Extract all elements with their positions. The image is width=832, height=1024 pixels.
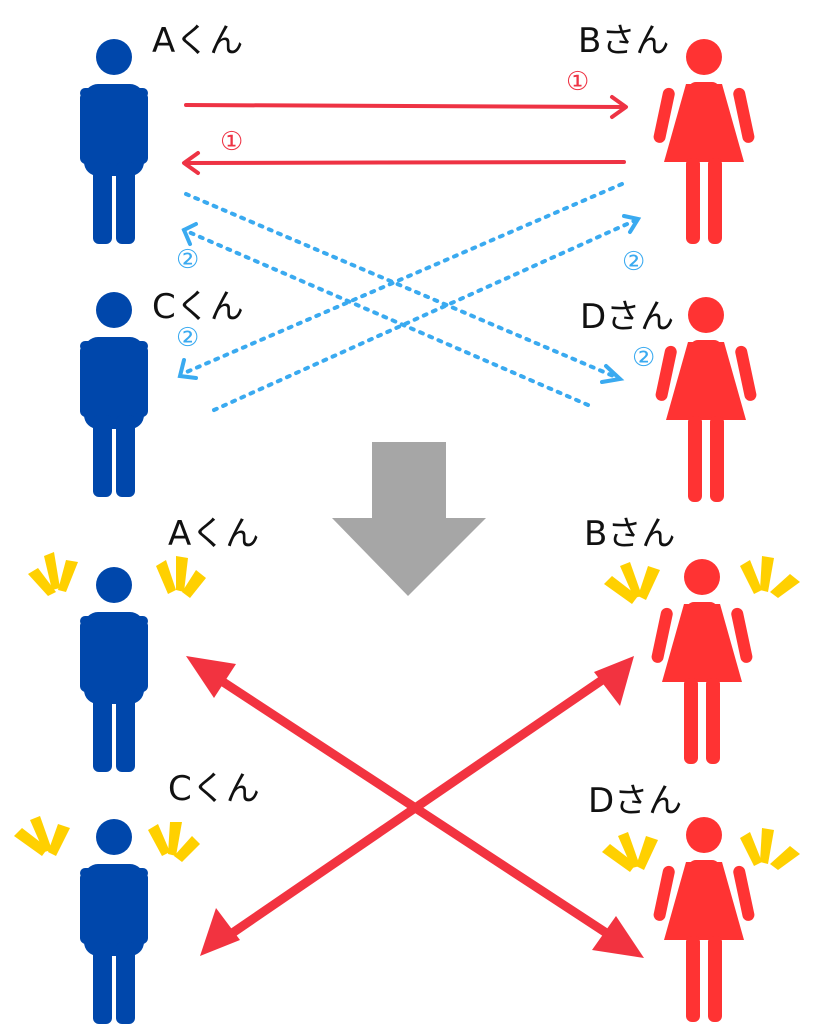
label-d-before: Dさん [580, 297, 674, 337]
sparkles-c-after [14, 816, 200, 862]
label-c-after: Cくん [168, 769, 260, 809]
sparkles-a-after [28, 552, 206, 598]
female-person-icon [652, 817, 756, 1022]
sparkle-icon [28, 568, 56, 596]
step2-arrow-b-to-c [177, 182, 624, 380]
sparkle-icon [618, 832, 640, 868]
person-d-after [652, 817, 756, 1022]
female-person-icon [652, 39, 756, 244]
label-b-after: Bさん [584, 514, 675, 554]
sparkle-icon [48, 824, 70, 856]
sparkle-icon [760, 556, 774, 592]
sparkle-icon [14, 828, 48, 856]
sparkle-icon [604, 576, 638, 604]
sparkles-d-after [602, 828, 800, 872]
sparkle-icon [58, 560, 78, 592]
sparkle-icon [740, 560, 762, 594]
step2-marker-d: ② [632, 343, 655, 373]
sparkle-icon [638, 566, 660, 600]
sparkle-icon [636, 836, 658, 870]
sparkle-icon [740, 832, 762, 866]
sparkle-icon [770, 846, 800, 870]
person-b-before [652, 39, 756, 244]
step1-arrow-b-to-a [182, 151, 626, 175]
step2-arrow-d-to-a [181, 222, 590, 407]
person-a-after [80, 567, 148, 772]
step1-arrow-a-to-b [184, 95, 628, 119]
label-c-before: Cくん [152, 287, 244, 327]
sparkle-icon [182, 570, 206, 598]
step2-marker-b: ② [622, 247, 645, 277]
female-person-icon [650, 559, 754, 764]
sparkle-icon [44, 552, 60, 590]
step2-arrow-a-to-d [184, 192, 625, 384]
sparkles-b-after [604, 556, 800, 604]
male-person-icon [80, 39, 148, 244]
down-arrow-icon [332, 442, 486, 596]
person-c-before [80, 292, 148, 497]
sparkle-icon [602, 844, 636, 872]
male-person-icon [80, 819, 148, 1024]
sparkle-icon [620, 562, 642, 598]
step1-marker-bottom: ① [220, 127, 243, 157]
sparkle-icon [174, 836, 200, 862]
step2-marker-c: ② [176, 323, 199, 353]
sparkle-icon [156, 560, 176, 594]
sparkle-icon [770, 574, 800, 598]
sparkle-icon [176, 556, 188, 592]
step2-arrow-c-to-b [212, 214, 642, 412]
male-person-icon [80, 292, 148, 497]
step1-marker-top: ① [566, 67, 589, 97]
person-b-after [650, 559, 754, 764]
sparkle-icon [168, 822, 182, 856]
sparkle-icon [148, 824, 170, 856]
person-a-before [80, 39, 148, 244]
label-d-after: Dさん [588, 781, 682, 821]
result-arrow-c-b [200, 656, 634, 956]
label-a-before: Aくん [152, 21, 243, 61]
label-b-before: Bさん [578, 21, 669, 61]
step2-marker-a: ② [176, 245, 199, 275]
label-a-after: Aくん [168, 514, 259, 554]
sparkle-icon [30, 816, 52, 852]
male-person-icon [80, 567, 148, 772]
sparkle-icon [760, 828, 774, 864]
person-c-after [80, 819, 148, 1024]
